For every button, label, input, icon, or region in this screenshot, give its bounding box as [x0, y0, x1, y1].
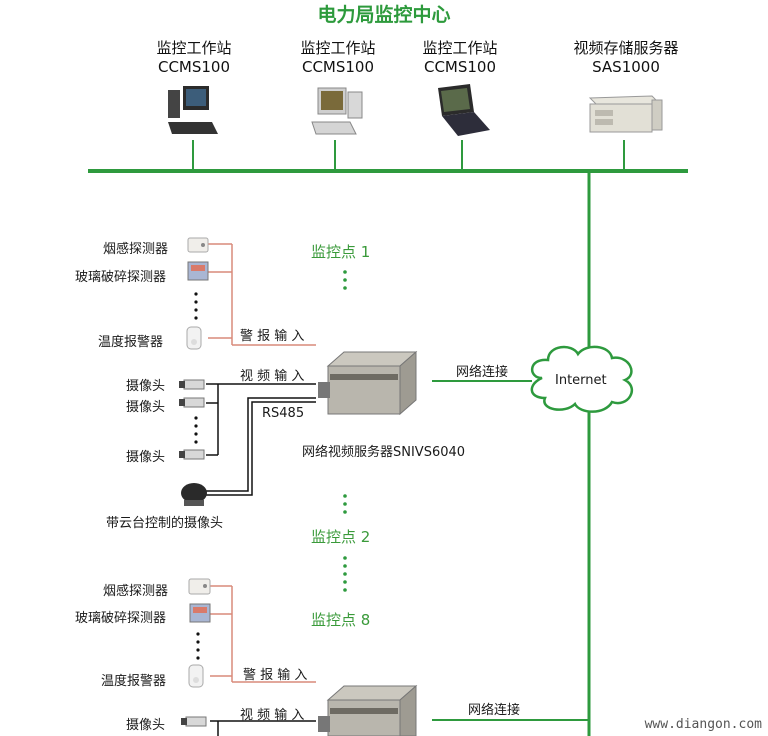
camera-label: 摄像头	[126, 379, 166, 394]
camera-icon	[179, 379, 205, 390]
laptop-computer-icon	[438, 84, 490, 136]
station-model: CCMS100	[423, 58, 497, 76]
site-title: 监控点 2	[311, 528, 371, 546]
network-link-label: 网络连接	[456, 365, 509, 380]
rack-server-icon	[588, 95, 663, 133]
smoke-detector-label: 烟感探测器	[103, 584, 169, 599]
workstation-computer-icon	[311, 87, 363, 135]
internet-cloud-icon	[530, 345, 633, 413]
station-model: SAS1000	[592, 58, 660, 76]
smoke-detector-label: 烟感探测器	[103, 242, 169, 257]
station-model: CCMS100	[301, 58, 375, 76]
camera-label: 摄像头	[126, 450, 166, 465]
video-input-label: 视 频 输 入	[240, 369, 305, 384]
station-model: CCMS100	[157, 58, 231, 76]
temperature-alarm-icon	[186, 326, 202, 350]
desktop-computer-icon	[168, 86, 218, 134]
camera-icon	[181, 716, 207, 727]
rs485-line	[205, 401, 316, 496]
glass-break-detector-icon	[187, 261, 209, 281]
network-video-server-icon	[318, 684, 418, 736]
network-video-server-label: 网络视频服务器SNIVS6040	[302, 445, 466, 460]
ellipsis-dots	[194, 292, 198, 320]
ellipsis-dots	[194, 416, 198, 444]
site-title: 监控点 1	[311, 243, 371, 261]
alarm-input-label: 警 报 输 入	[243, 668, 308, 683]
temperature-alarm-label: 温度报警器	[98, 335, 164, 350]
temperature-alarm-icon	[188, 664, 204, 688]
network-link-label: 网络连接	[468, 703, 521, 718]
station-label: 视频存储服务器 SAS1000	[556, 37, 696, 76]
ptz-camera-label: 带云台控制的摄像头	[106, 516, 224, 531]
glass-break-detector-label: 玻璃破碎探测器	[75, 611, 167, 626]
camera-icon	[179, 449, 205, 460]
watermark: www.diangon.com	[644, 717, 762, 732]
smoke-detector-icon	[187, 237, 209, 253]
station-label: 监控工作站 CCMS100	[140, 37, 248, 76]
ptz-camera-icon	[181, 483, 207, 506]
station-name: 监控工作站	[156, 39, 232, 57]
camera-icon	[179, 397, 205, 408]
station-label: 监控工作站 CCMS100	[284, 37, 392, 76]
network-video-server-icon	[318, 350, 418, 416]
station-name: 监控工作站	[422, 39, 498, 57]
ellipsis-dots	[343, 270, 347, 290]
camera-label: 摄像头	[126, 718, 166, 733]
video-input-label: 视 频 输 入	[240, 708, 305, 723]
camera-label: 摄像头	[126, 400, 166, 415]
alarm-input-label: 警 报 输 入	[240, 329, 305, 344]
rs485-line	[205, 397, 316, 492]
station-label: 监控工作站 CCMS100	[406, 37, 514, 76]
site-title: 监控点 8	[311, 611, 371, 629]
internet-label: Internet	[555, 373, 607, 388]
glass-break-detector-label: 玻璃破碎探测器	[75, 270, 167, 285]
temperature-alarm-label: 温度报警器	[101, 674, 167, 689]
ellipsis-dots	[343, 494, 347, 514]
rs485-label: RS485	[262, 406, 305, 421]
station-name: 监控工作站	[300, 39, 376, 57]
ellipsis-dots	[196, 632, 200, 660]
ellipsis-dots	[343, 556, 347, 592]
station-name: 视频存储服务器	[573, 39, 679, 57]
page-title: 电力局监控中心	[317, 4, 451, 26]
smoke-detector-icon	[188, 578, 211, 595]
glass-break-detector-icon	[189, 603, 211, 623]
